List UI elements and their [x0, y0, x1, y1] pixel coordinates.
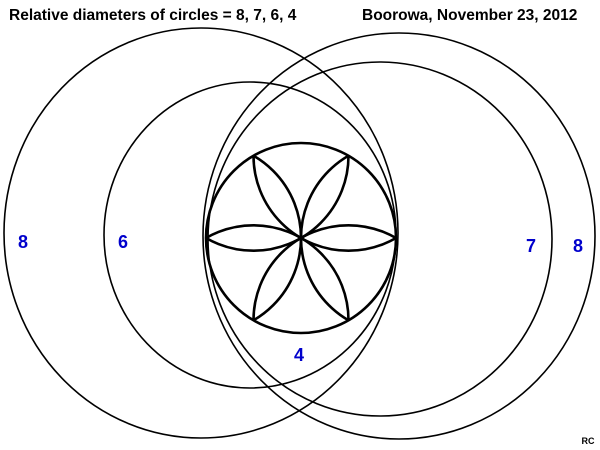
- flower-of-life: [204, 141, 398, 335]
- circle-right-diameter-8: [202, 32, 596, 440]
- petal-arc-circle: [206, 223, 350, 333]
- circle-diameter-7: [207, 61, 553, 417]
- location-date: Boorowa, November 23, 2012: [362, 7, 578, 24]
- petal-arc-circle: [206, 143, 350, 253]
- circle-left-diameter-8: [3, 27, 399, 439]
- diagram-title: Relative diameters of circles = 8, 7, 6,…: [9, 7, 297, 24]
- label-left-8: 8: [18, 232, 28, 252]
- label-6: 6: [118, 232, 128, 252]
- label-7: 7: [526, 236, 536, 256]
- label-4: 4: [294, 345, 304, 365]
- petal-arc-circle: [252, 223, 396, 333]
- circle-diameter-6: [103, 81, 397, 389]
- label-right-8: 8: [573, 236, 583, 256]
- credit-initials: RC: [582, 436, 595, 446]
